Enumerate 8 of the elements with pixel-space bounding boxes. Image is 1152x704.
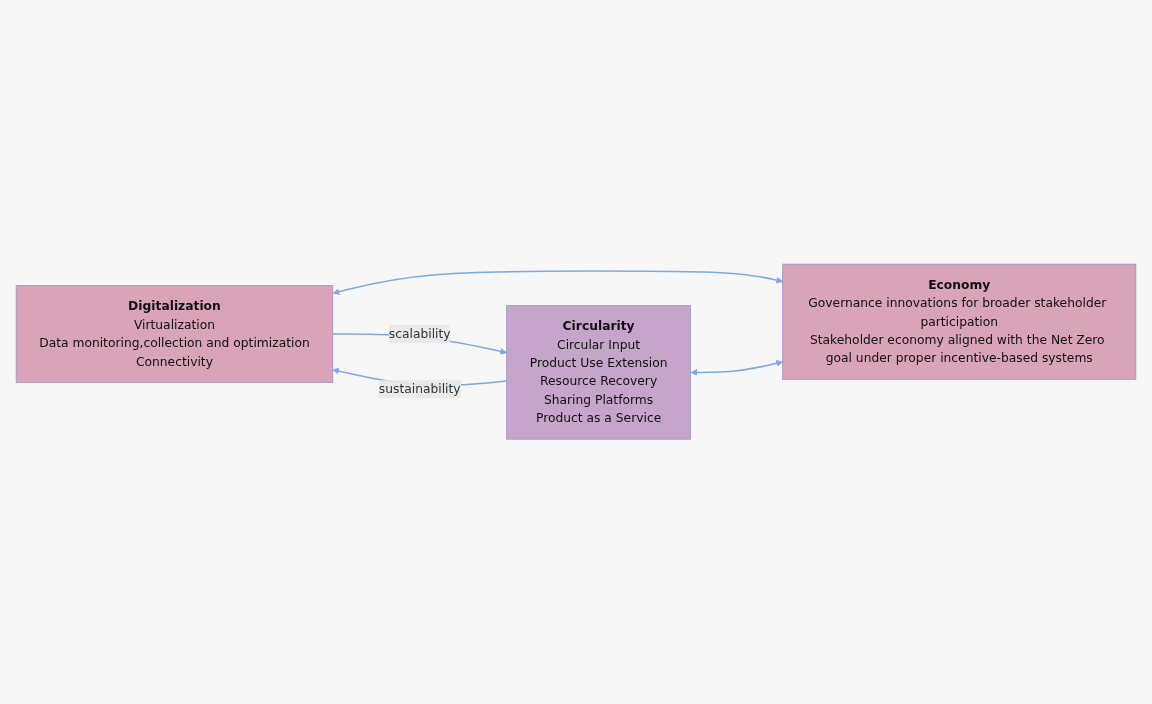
edge-label: sustainability [378, 381, 461, 397]
node-box [782, 264, 1137, 381]
edge-label: scalability [388, 326, 451, 342]
arrow [332, 270, 783, 296]
arrow [690, 360, 783, 377]
node-box [506, 305, 691, 440]
node-box [15, 285, 334, 384]
flowchart-diagram: scalability sustainability Digitalization Virtualization Data monitoring,collection and optimization Connectivity Circularity Circular Input Product Use Extension Resource Recovery Sharing Platforms Product as a Service Economy Governance innovations for broader stakeholder participation Stakeholder economy aligned with the Net Zero goal under proper incentive-based systems [10, 258, 1142, 446]
